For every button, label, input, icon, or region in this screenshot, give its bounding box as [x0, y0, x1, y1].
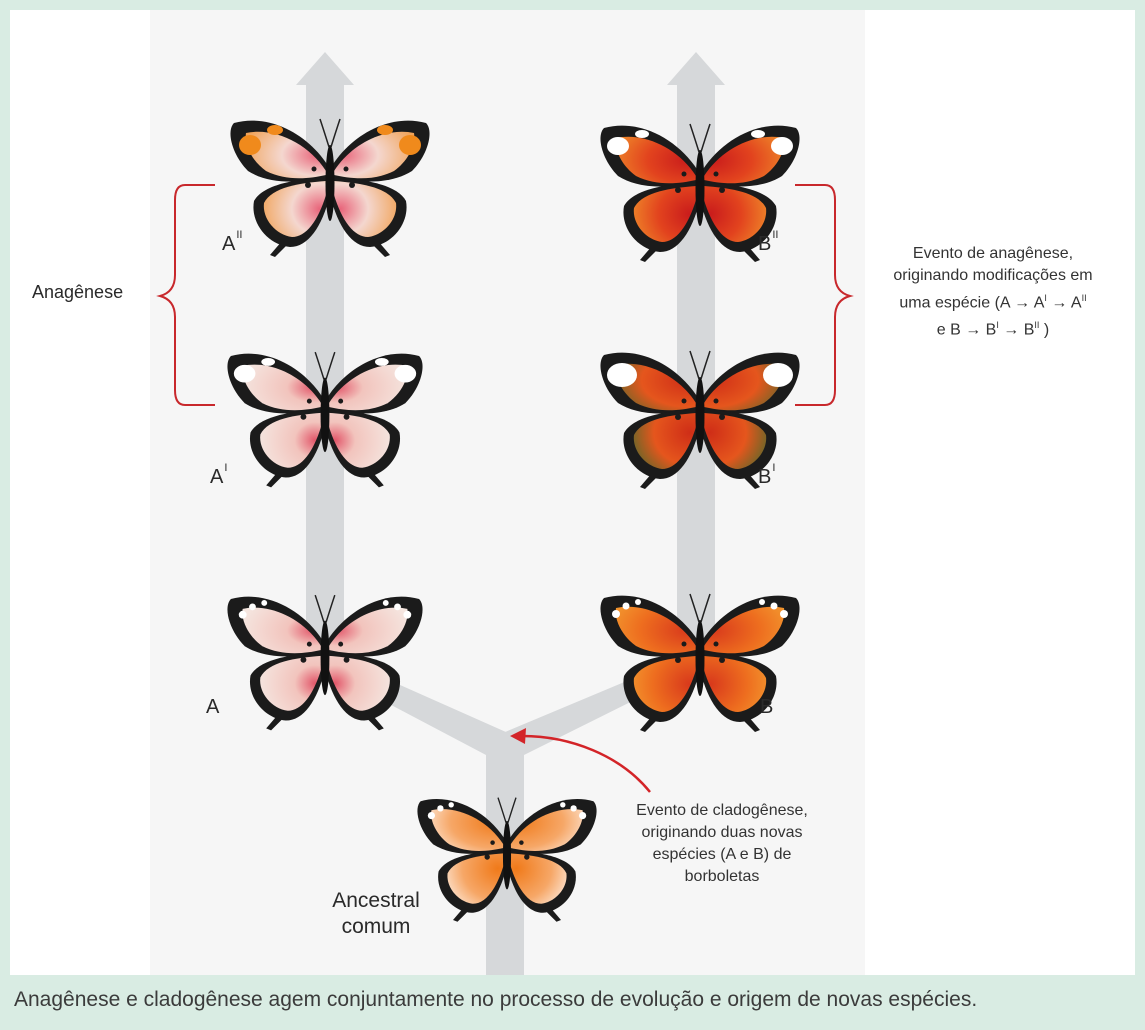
- label-species-b: B: [760, 695, 773, 719]
- evolution-diagram: [10, 10, 1135, 975]
- figure-caption: Anagênese e cladogênese agem conjuntamen…: [14, 988, 1134, 1012]
- ancestral-label: Ancestral comum: [316, 888, 436, 940]
- label-species-b1: BI: [758, 465, 775, 489]
- label-species-a: A: [206, 695, 219, 719]
- label-species-a1: AI: [210, 465, 227, 489]
- label-species-a2: AII: [222, 232, 242, 256]
- anagenesis-label: Anagênese: [32, 282, 123, 304]
- figure-panel: AII AI A BII BI B Anagênese Ancestral co…: [10, 10, 1135, 975]
- cladogenesis-event-note: Evento de cladogênese, originando duas n…: [622, 800, 822, 888]
- label-species-b2: BII: [758, 232, 778, 256]
- anagenesis-event-note: Evento de anagênese, originando modifica…: [858, 243, 1128, 342]
